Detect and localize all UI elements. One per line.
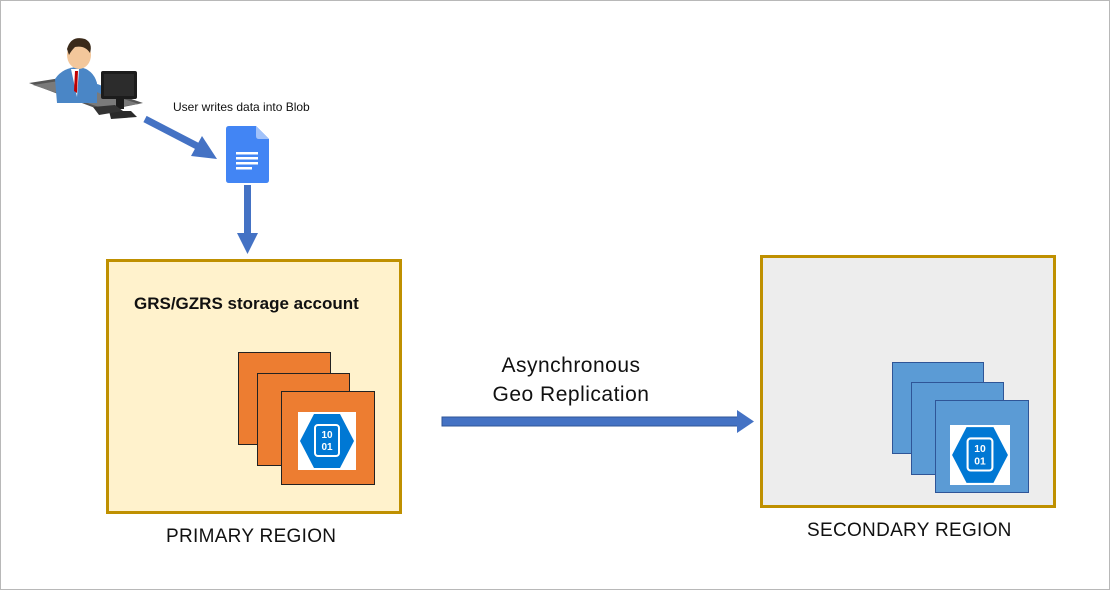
- geo-replication-arrow: [441, 410, 754, 433]
- user-writes-caption: User writes data into Blob: [173, 100, 310, 114]
- document-icon: [226, 126, 269, 183]
- replication-line1: Asynchronous: [501, 354, 641, 377]
- replication-line2: Geo Replication: [492, 383, 650, 406]
- secondary-region-label: SECONDARY REGION: [807, 520, 1012, 541]
- azure-blob-binary-icon: 10 01: [952, 427, 1008, 483]
- blob-tile-front: 10 01: [281, 391, 375, 485]
- blob-icon-frame: 10 01: [298, 412, 356, 470]
- write-arrow: [143, 115, 217, 159]
- user-at-computer-icon: [29, 38, 143, 119]
- upload-arrow: [237, 185, 258, 254]
- blob-glyph-line2: 01: [321, 442, 333, 453]
- replica-glyph-line2: 01: [974, 456, 986, 467]
- storage-account-title: GRS/GZRS storage account: [134, 294, 359, 313]
- blob-glyph-line1: 10: [321, 430, 333, 441]
- primary-region-label: PRIMARY REGION: [166, 526, 337, 547]
- replication-label: Asynchronous Geo Replication: [471, 351, 671, 409]
- replica-tile-front: 10 01: [935, 400, 1029, 493]
- replica-glyph-line1: 10: [974, 444, 986, 455]
- replica-icon-frame: 10 01: [950, 425, 1010, 485]
- azure-blob-binary-icon: 10 01: [300, 414, 354, 468]
